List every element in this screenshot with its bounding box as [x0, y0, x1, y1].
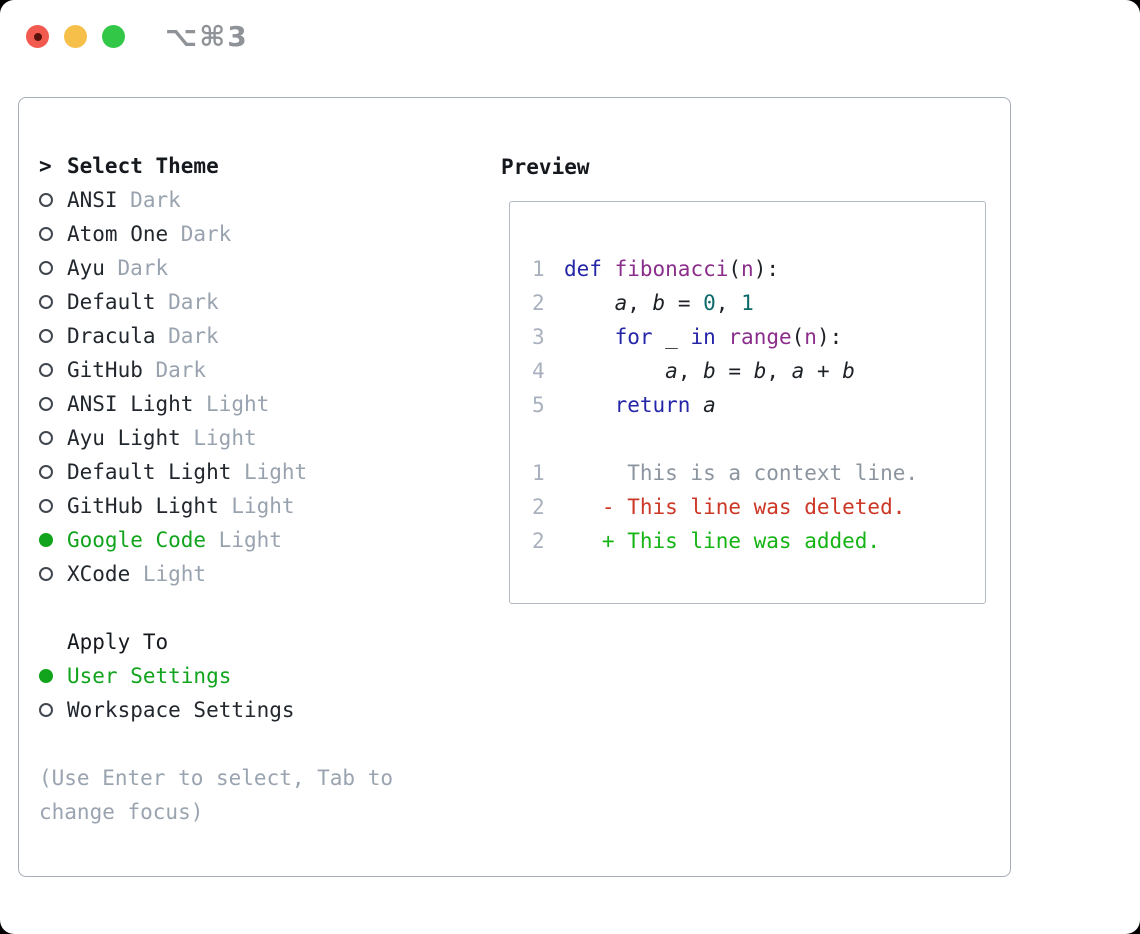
option-label: Atom One: [67, 222, 169, 246]
close-button[interactable]: [26, 25, 49, 48]
option-label: Ayu Light: [67, 426, 181, 450]
code-line: 4 a, b = b, a + b: [532, 354, 985, 388]
select-theme-header: > Select Theme: [39, 149, 307, 183]
variant-label: Dark: [130, 188, 181, 212]
variant-label: Light: [231, 494, 295, 518]
variant-label: Dark: [168, 324, 219, 348]
help-text: (Use Enter to select, Tab to change focus…: [39, 761, 393, 829]
option-label: Dracula: [67, 324, 156, 348]
apply-option-workspace-settings[interactable]: Workspace Settings: [39, 693, 307, 727]
help-line: change focus): [39, 800, 204, 824]
variant-label: Light: [243, 460, 308, 484]
theme-option-ayu-light[interactable]: Ayu Light Light: [39, 421, 307, 455]
line-number: 5: [532, 393, 545, 417]
radio-unselected-icon: [39, 193, 53, 207]
option-label: Default Light: [67, 460, 232, 484]
code-text: + This line was added.: [564, 529, 881, 553]
title-bar: ⌥⌘3: [0, 0, 1140, 75]
option-label: ANSI Light: [67, 392, 194, 416]
theme-option-default[interactable]: Default Dark: [39, 285, 307, 319]
radio-unselected-icon: [39, 431, 53, 445]
line-number: [532, 422, 564, 456]
radio-unselected-icon: [39, 703, 53, 717]
code-text: a, b = 0, 1: [614, 291, 754, 315]
code-text: a, b = b, a + b: [665, 359, 855, 383]
variant-label: Dark: [168, 290, 219, 314]
option-label: GitHub: [67, 358, 143, 382]
radio-unselected-icon: [39, 329, 53, 343]
code-text: - This line was deleted.: [564, 495, 906, 519]
radio-unselected-icon: [39, 261, 53, 275]
line-number: 4: [532, 359, 545, 383]
code-line: 3 for _ in range(n):: [532, 320, 985, 354]
radio-unselected-icon: [39, 397, 53, 411]
option-label: Default: [67, 290, 156, 314]
radio-selected-icon: [39, 533, 53, 547]
theme-option-default-light[interactable]: Default Light Light: [39, 455, 307, 489]
variant-label: Dark: [117, 256, 169, 280]
apply-to-header: Apply To: [39, 625, 307, 659]
variant-label: Dark: [180, 222, 232, 246]
zoom-button[interactable]: [102, 25, 125, 48]
radio-unselected-icon: [39, 567, 53, 581]
code-line: 5 return a: [532, 388, 985, 422]
option-label: Workspace Settings: [67, 698, 295, 722]
select-theme-title: Select Theme: [67, 154, 219, 178]
code-line: 2 a, b = 0, 1: [532, 286, 985, 320]
help-line: (Use Enter to select, Tab to: [39, 766, 394, 790]
preview-title: Preview: [501, 155, 590, 179]
radio-selected-icon: [39, 669, 53, 683]
theme-option-github[interactable]: GitHub Dark: [39, 353, 307, 387]
option-label: User Settings: [67, 664, 232, 688]
theme-option-github-light[interactable]: GitHub Light Light: [39, 489, 307, 523]
variant-label: Light: [206, 392, 270, 416]
window-shortcut-label: ⌥⌘3: [165, 20, 249, 53]
code-text: return a: [614, 393, 716, 417]
option-label: XCode: [67, 562, 131, 586]
apply-to-title: Apply To: [67, 630, 169, 654]
radio-unselected-icon: [39, 295, 53, 309]
theme-option-xcode[interactable]: XCode Light: [39, 557, 307, 591]
close-dot-icon: [33, 32, 42, 41]
line-number: 3: [532, 325, 545, 349]
code-text: This is a context line.: [564, 461, 919, 485]
variant-label: Light: [142, 562, 207, 586]
code-line: 2 - This line was deleted.: [532, 490, 985, 524]
theme-option-ayu[interactable]: Ayu Dark: [39, 251, 307, 285]
option-label: ANSI: [67, 188, 118, 212]
variant-label: Dark: [155, 358, 207, 382]
theme-option-ansi-light[interactable]: ANSI Light Light: [39, 387, 307, 421]
radio-unselected-icon: [39, 465, 53, 479]
theme-option-dracula[interactable]: Dracula Dark: [39, 319, 307, 353]
minimize-button[interactable]: [64, 25, 87, 48]
code-text: for _ in range(n):: [614, 325, 843, 349]
line-number: 1: [532, 257, 545, 281]
option-label: Google Code: [67, 528, 207, 552]
variant-label: Light: [193, 426, 257, 450]
radio-unselected-icon: [39, 227, 53, 241]
code-line: 2 + This line was added.: [532, 524, 985, 558]
radio-unselected-icon: [39, 363, 53, 377]
code-line: 1 This is a context line.: [532, 456, 985, 490]
line-number: 2: [532, 495, 545, 519]
line-number: 1: [532, 461, 545, 485]
theme-option-google-code[interactable]: Google Code Light: [39, 523, 307, 557]
line-number: 2: [532, 529, 545, 553]
theme-option-atom-one[interactable]: Atom One Dark: [39, 217, 307, 251]
selection-caret: >: [39, 154, 52, 178]
option-label: Ayu: [67, 256, 105, 280]
radio-unselected-icon: [39, 499, 53, 513]
code-text: def fibonacci(n):: [564, 257, 779, 281]
code-line: 1 def fibonacci(n):: [532, 252, 985, 286]
variant-label: Light: [218, 528, 282, 552]
theme-option-ansi[interactable]: ANSI Dark: [39, 183, 307, 217]
option-label: GitHub Light: [67, 494, 219, 518]
spacer-row: [39, 591, 307, 625]
code-line: [532, 422, 985, 456]
line-number: 2: [532, 291, 545, 315]
apply-option-user-settings[interactable]: User Settings: [39, 659, 307, 693]
